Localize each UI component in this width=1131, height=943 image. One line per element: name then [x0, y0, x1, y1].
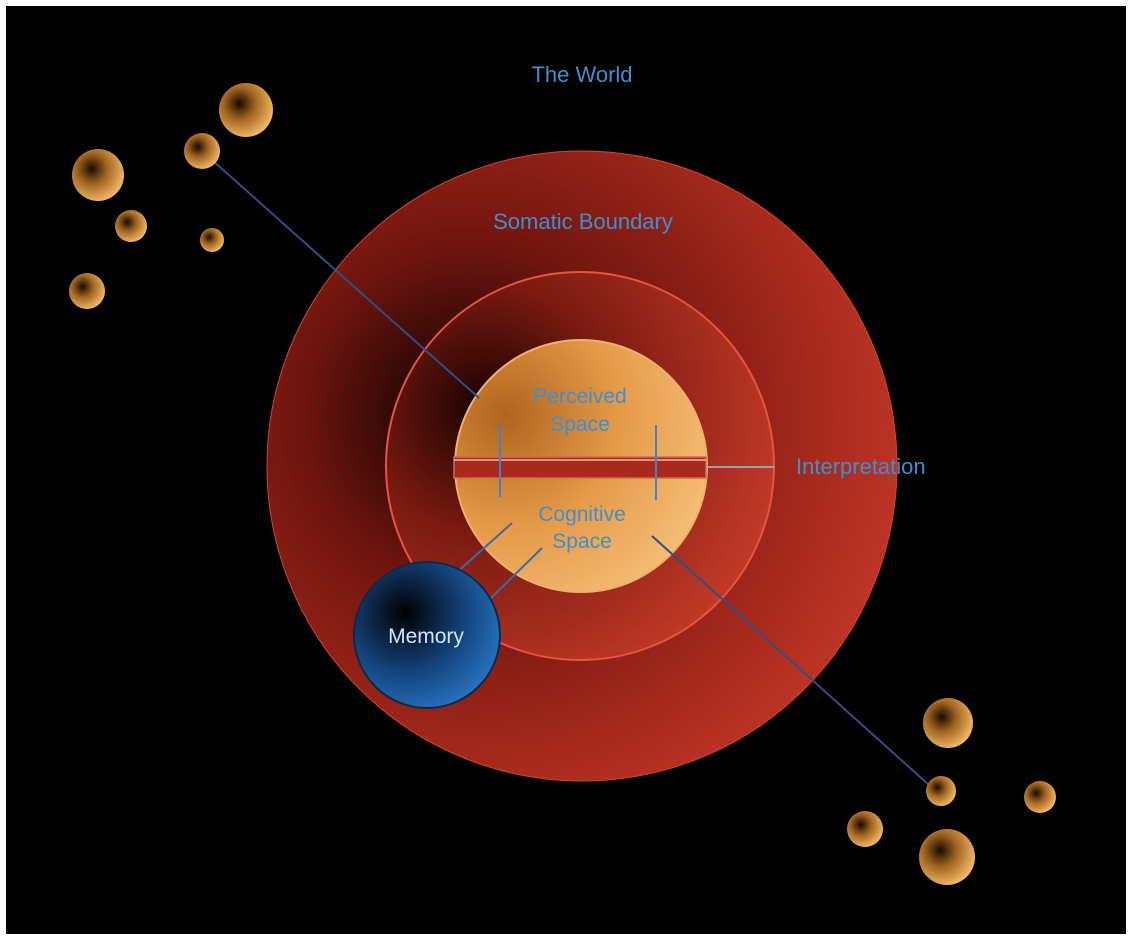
- upper-connector-line: [202, 151, 480, 399]
- world-orb: [115, 210, 147, 242]
- memory-label: Memory: [388, 625, 464, 648]
- memory-circle: [353, 561, 501, 709]
- world-label: The World: [531, 62, 632, 87]
- world-orb: [200, 228, 224, 252]
- somatic-boundary-label: Somatic Boundary: [493, 209, 673, 234]
- world-orbs: [69, 83, 1056, 885]
- world-orb: [69, 273, 105, 309]
- world-orb: [923, 698, 973, 748]
- world-orb: [219, 83, 273, 137]
- memory-connector-2: [489, 547, 543, 600]
- cognitive-space-label-line2: Space: [552, 530, 612, 553]
- perceived-space-label-line2: Space: [550, 413, 610, 436]
- world-orb: [847, 811, 883, 847]
- memory-connector-1: [454, 522, 513, 575]
- world-orb: [184, 133, 220, 169]
- world-orb: [926, 776, 956, 806]
- lower-connector-line: [651, 535, 930, 786]
- world-orb: [1024, 781, 1056, 813]
- cognitive-space-label-line1: Cognitive: [538, 503, 626, 526]
- world-orb: [919, 829, 975, 885]
- world-orb: [72, 149, 124, 201]
- interpretation-label: Interpretation: [796, 454, 926, 479]
- perceived-space-label-line1: Perceived: [533, 385, 626, 408]
